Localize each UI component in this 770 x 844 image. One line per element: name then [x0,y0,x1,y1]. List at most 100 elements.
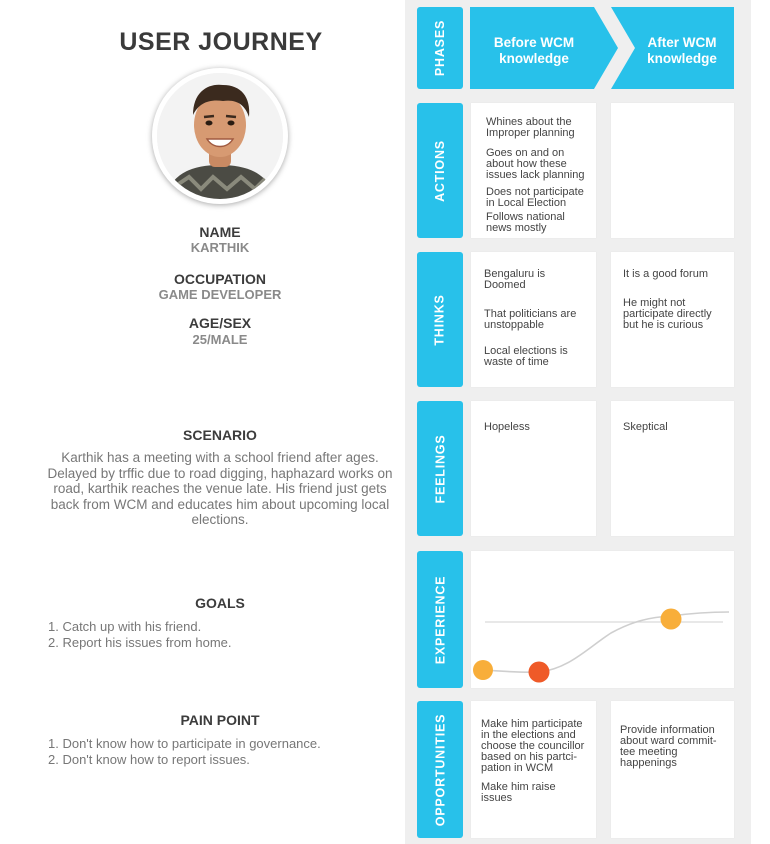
pain-point-item: 1. Don't know how to participate in gove… [48,736,321,751]
row-tab-feelings: FEELINGS [417,401,463,536]
note-line: Make him raise [481,781,556,793]
row-tab-experience: EXPERIENCE [417,551,463,688]
pain-point-list: 1. Don't know how to participate in gove… [48,736,321,767]
note-line: Make him participate [481,718,583,730]
scenario-heading: SCENARIO [183,427,257,443]
experience-point [660,608,682,630]
row-tab-label: THINKS [433,293,448,346]
row-tab-opportunities: OPPORTUNITIES [417,701,463,838]
note-line: news mostly [486,222,547,234]
row-tab-phases: PHASES [417,7,463,89]
phase-before-arrow [470,7,618,89]
note-line: happenings [620,757,677,769]
note-line: unstoppable [484,319,544,331]
note-line: in Local Election [486,197,567,209]
goals-list: 1. Catch up with his friend. 2. Report h… [48,619,232,650]
goal-item: 2. Report his issues from home. [48,634,232,650]
note-line: issues lack planning [486,169,585,181]
avatar [152,68,288,204]
pain-point-heading: PAIN POINT [180,712,260,728]
note-line: Whines about the [486,116,572,128]
experience-curve [473,608,730,683]
feelings-after-card: Skeptical [611,401,734,536]
experience-card [471,551,734,688]
note-line: pation in WCM [481,762,554,774]
phase-arrows [470,7,734,89]
feelings-before-card: Hopeless [471,401,596,536]
note-line: That politicians are [484,308,577,320]
row-tab-actions: ACTIONS [417,103,463,238]
note-line: Doomed [484,279,526,291]
row-tab-label: EXPERIENCE [433,575,447,664]
note-line: issues [481,792,513,804]
phase-after-label: After WCM knowledge [612,35,752,67]
note-line: Provide information [620,724,715,736]
pain-point-item: 2. Don't know how to report issues. [48,751,250,767]
row-tab-label: FEELINGS [433,434,447,503]
name-label: NAME [199,224,241,240]
card-note: Skeptical [623,421,668,433]
note-line: based on his partci- [481,751,577,763]
phase-line: knowledge [499,51,569,66]
goal-item: 1. Catch up with his friend. [48,619,202,634]
goals-heading: GOALS [195,595,245,611]
phase-before: Before WCM knowledge [470,7,610,89]
row-tab-label: ACTIONS [433,139,448,202]
experience-line [482,611,730,674]
note-line: It is a good forum [623,268,708,280]
phase-line: Before WCM [493,35,575,50]
note-line: choose the councillor [481,740,585,752]
occupation-value: GAME DEVELOPER [158,287,282,302]
note-line: in the elections and [481,729,576,741]
row-tab-label: PHASES [433,19,447,77]
note-line: He might not [623,297,686,309]
experience-point [528,661,550,683]
note-line: waste of time [484,356,549,368]
note-line: Goes on and on [486,147,565,159]
person-photo-icon [157,73,283,199]
phase-line: After WCM [647,35,717,50]
note-line: participate directly [623,308,712,320]
agesex-value: 25/MALE [192,332,248,347]
occupation-label: OCCUPATION [173,271,267,287]
row-tab-thinks: THINKS [417,252,463,387]
card-note: It is a good forum [623,269,708,280]
note-line: Does not participate [486,186,584,198]
agesex-label: AGE/SEX [188,315,252,331]
actions-after-card [611,103,734,238]
persona-panel: USER JOURNEY NAME KARTHIK OCCUPATION GAM… [47,28,393,767]
note-line: Local elections is [484,345,568,357]
phase-before-label: Before WCM knowledge [470,35,598,67]
note-line: but he is curious [623,319,704,331]
name-value: KARTHIK [190,240,250,255]
row-tab-label: OPPORTUNITIES [433,713,447,826]
phase-line: knowledge [647,51,717,66]
note-line: about ward commit- [620,735,717,747]
phase-after-arrow [611,7,734,89]
note-line: Follows national [486,211,565,223]
note-line: about how these [486,158,567,170]
note-line: Bengaluru is [484,268,546,280]
page-title: USER JOURNEY [119,28,323,56]
experience-point [473,660,493,680]
note-line: Improper planning [486,127,575,139]
card-note: Hopeless [484,421,530,433]
phase-after: After WCM knowledge [612,7,734,89]
note-line: tee meeting [620,746,678,758]
scenario-text: Karthik has a meeting with a school frie… [47,450,393,527]
